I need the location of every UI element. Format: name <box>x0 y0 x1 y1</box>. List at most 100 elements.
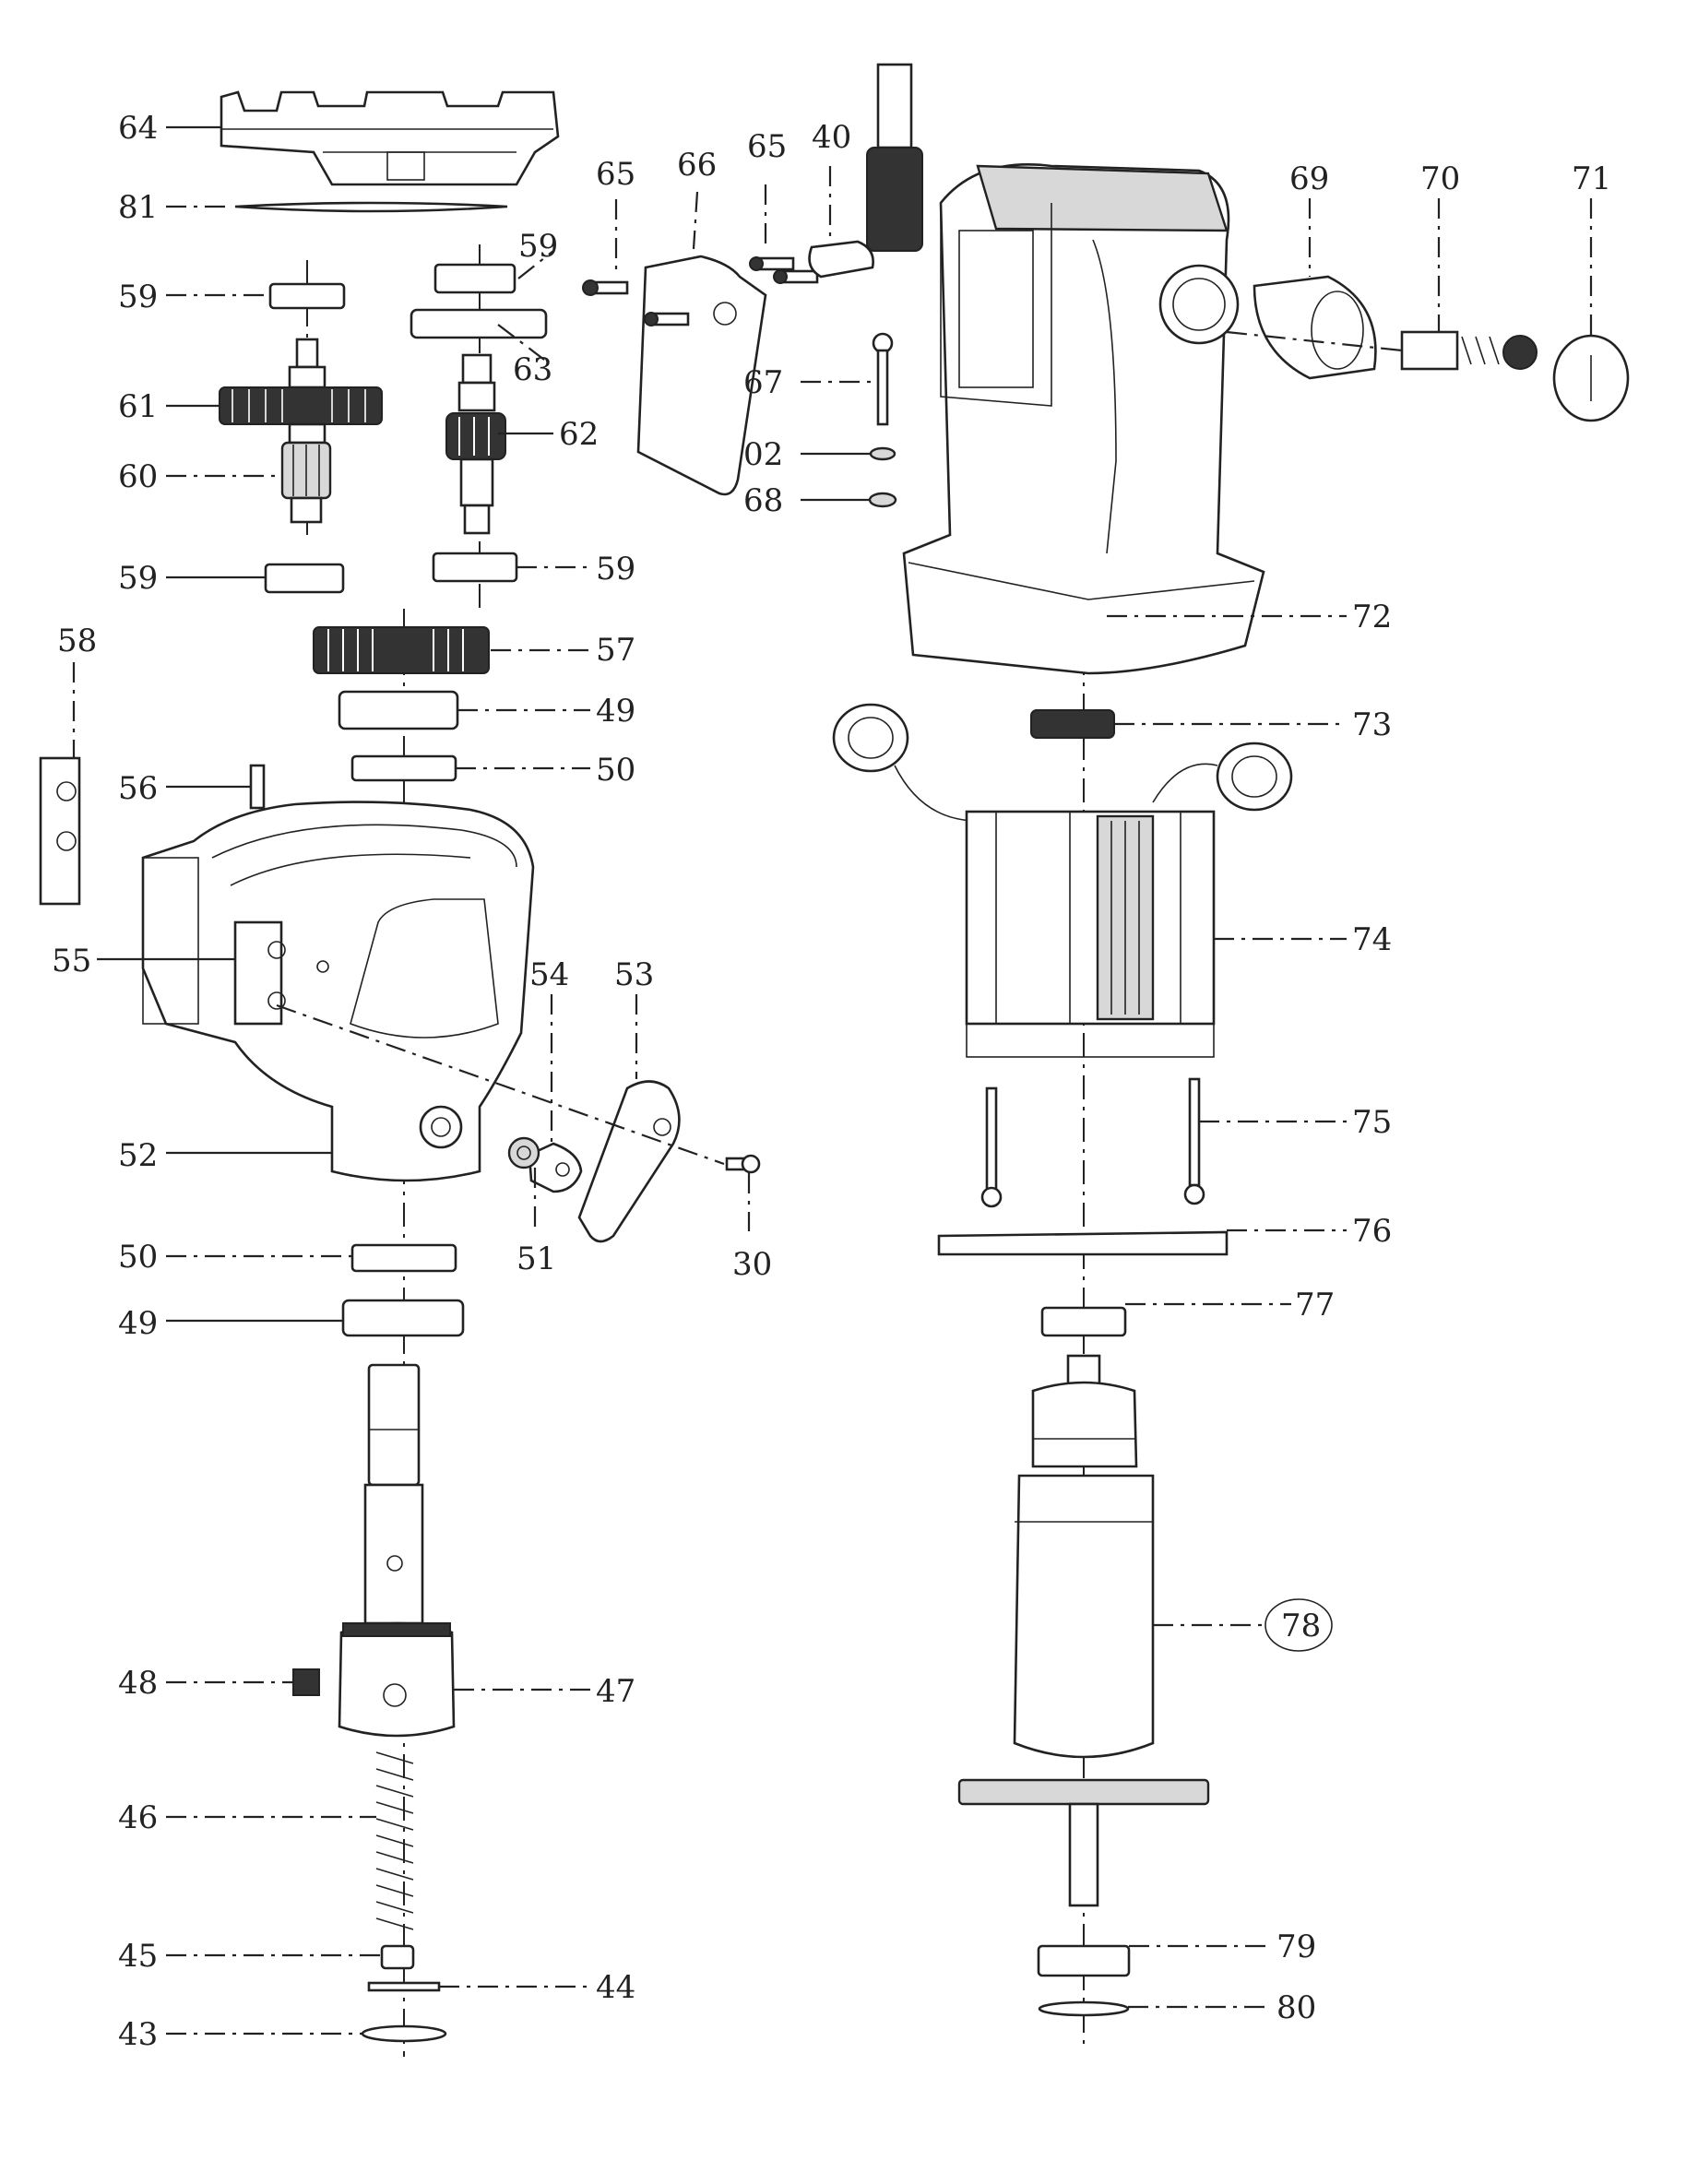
callout-label-50a: 50 <box>596 752 635 789</box>
callout-label-77: 77 <box>1295 1287 1335 1323</box>
part-bearing-79 <box>1037 1944 1131 1977</box>
part-gear-housing-52 <box>141 801 535 1182</box>
callout-label-56: 56 <box>118 770 158 807</box>
part-brush-cap-71 <box>1552 334 1630 422</box>
callout-label-73: 73 <box>1352 706 1392 743</box>
callout-label-47: 47 <box>596 1673 635 1710</box>
part-gasket <box>234 201 508 213</box>
part-main-gear-57 <box>313 626 490 674</box>
callout-label-60: 60 <box>118 458 158 495</box>
callout-label-65b: 65 <box>747 128 787 165</box>
callout-label-52: 52 <box>118 1137 158 1174</box>
callout-label-65a: 65 <box>596 156 635 193</box>
part-bearing-59-bl <box>264 563 345 594</box>
callout-78-circle <box>1264 1598 1333 1652</box>
callout-label-51: 51 <box>516 1240 556 1277</box>
part-bearing-59-tl <box>268 282 346 310</box>
callout-label-72: 72 <box>1352 599 1392 635</box>
part-stud-54 <box>528 1142 583 1193</box>
part-bearing-73 <box>1030 709 1115 739</box>
callout-label-43: 43 <box>118 2016 158 2053</box>
callout-label-67: 67 <box>743 364 783 401</box>
callout-label-66: 66 <box>677 147 717 184</box>
part-screw-67 <box>872 332 894 426</box>
callout-label-44: 44 <box>596 1969 635 2006</box>
callout-label-78: 78 <box>1281 1608 1321 1644</box>
part-ring-63 <box>410 308 548 339</box>
part-collar-47 <box>338 1621 456 1738</box>
part-bearing-49-low <box>341 1299 465 1337</box>
callout-label-69: 69 <box>1289 160 1329 197</box>
part-gear-shaft-61-60 <box>219 338 383 524</box>
callout-label-58: 58 <box>57 623 97 659</box>
callout-label-61: 61 <box>118 388 158 425</box>
callout-label-81: 81 <box>118 189 158 226</box>
part-brush-holder-69 <box>1253 275 1377 380</box>
callout-label-55: 55 <box>52 943 91 979</box>
callout-label-57: 57 <box>596 632 635 669</box>
part-key-56 <box>249 764 266 810</box>
callout-label-64: 64 <box>118 110 158 147</box>
callout-label-30: 30 <box>732 1246 772 1283</box>
callout-label-59c: 59 <box>118 560 158 597</box>
callout-label-74: 74 <box>1352 921 1392 958</box>
callout-label-40: 40 <box>812 119 851 156</box>
part-washer-80 <box>1038 2000 1130 2017</box>
part-plate-76 <box>937 1230 1229 1256</box>
part-spindle <box>363 1363 424 1625</box>
callout-label-46: 46 <box>118 1799 158 1836</box>
part-screw-75 <box>980 1077 1205 1208</box>
callout-label-53: 53 <box>614 956 654 993</box>
callout-label-59b: 59 <box>518 228 558 265</box>
callout-label-50b: 50 <box>118 1239 158 1276</box>
callout-label-54: 54 <box>529 956 569 993</box>
callout-labels: 64 81 59 59 63 61 62 60 59 59 58 57 49 50 56 55 54 53 52 51… <box>52 110 1611 2053</box>
part-washer-68 <box>868 492 897 508</box>
callout-label-75: 75 <box>1352 1104 1392 1141</box>
part-nut-51 <box>507 1136 540 1169</box>
part-bearing-59-br <box>432 552 518 583</box>
part-pin-48 <box>292 1668 320 1696</box>
callout-label-71: 71 <box>1572 160 1611 197</box>
callout-label-59d: 59 <box>596 551 635 588</box>
callout-label-59a: 59 <box>118 279 158 315</box>
callout-label-80: 80 <box>1276 1989 1316 2026</box>
part-bushing-50-top <box>350 754 457 782</box>
callout-label-02: 02 <box>743 436 783 473</box>
callout-label-79: 79 <box>1276 1929 1316 1965</box>
part-washer-45 <box>380 1944 415 1970</box>
callout-label-48: 48 <box>118 1665 158 1702</box>
part-gear-cover <box>220 90 560 186</box>
part-screw-65-left <box>582 279 629 296</box>
part-bearing-49-top <box>338 690 459 730</box>
part-cord-clamp-66 <box>636 255 767 496</box>
part-bushing-50-low <box>350 1243 457 1273</box>
callout-label-45: 45 <box>118 1938 158 1975</box>
part-bearing-77 <box>1040 1306 1127 1337</box>
part-armature-78 <box>957 1354 1210 1907</box>
part-motor-housing-72 <box>902 163 1265 675</box>
part-block-58 <box>39 756 81 906</box>
callout-label-49b: 49 <box>118 1305 158 1342</box>
part-carbon-brush-70 <box>1400 330 1538 371</box>
part-pinion-shaft-62 <box>445 353 506 535</box>
part-screw-30 <box>725 1154 761 1174</box>
part-clip-40 <box>808 240 874 279</box>
part-lever-53 <box>577 1080 681 1243</box>
part-stator-74 <box>832 703 1293 1058</box>
callout-label-76: 76 <box>1352 1213 1392 1250</box>
callout-label-63: 63 <box>513 351 552 388</box>
part-washer-02 <box>869 446 896 461</box>
callout-label-49a: 49 <box>596 693 635 730</box>
part-power-cord-40-area <box>866 63 923 252</box>
part-washer-44 <box>367 1981 441 1992</box>
part-spring-46 <box>375 1751 414 1930</box>
part-disc-43 <box>361 2024 447 2043</box>
callout-label-62: 62 <box>559 416 599 453</box>
callout-label-68: 68 <box>743 482 783 519</box>
part-screw-65-right <box>749 256 819 284</box>
part-bearing-59-tr <box>433 263 516 294</box>
callout-label-70: 70 <box>1420 160 1460 197</box>
